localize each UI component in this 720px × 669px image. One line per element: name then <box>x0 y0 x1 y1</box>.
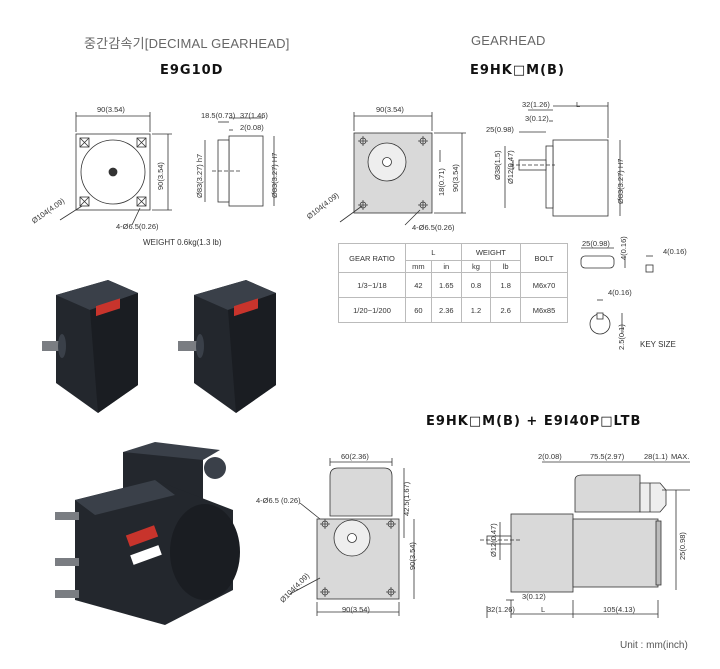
combo-side-b3-dim: L <box>541 605 546 614</box>
gearhead-l25-dim: 25(0.98) <box>486 125 514 134</box>
cell-kg: 1.2 <box>460 297 492 323</box>
table-row: 1/20~1/200 60 2.36 1.2 2.6 M6x85 <box>338 297 568 323</box>
keyway-width-dim: 4(0.16) <box>608 288 632 297</box>
combo-side-b4-dim: 105(4.13) <box>603 605 636 614</box>
cell-bolt: M6x70 <box>520 272 568 298</box>
key-width-dim: 25(0.98) <box>582 239 610 248</box>
decimal-len3-dim: 2(0.08) <box>240 123 264 132</box>
key-section-dim: 4(0.16) <box>663 247 687 256</box>
key-size-label: KEY SIZE <box>640 340 676 349</box>
combo-top-dim: 60(2.36) <box>341 452 369 461</box>
gearhead-header: GEARHEAD <box>471 33 546 48</box>
combo-side-t4-dim: MAX. <box>671 452 690 461</box>
cell-lb: 2.6 <box>490 297 521 323</box>
th-gear-ratio: GEAR RATIO <box>338 243 406 273</box>
cell-kg: 0.8 <box>460 272 492 298</box>
gearhead-photo-2 <box>178 280 276 413</box>
combo-side-b2-dim: 3(0.12) <box>522 592 546 601</box>
combo-right-dim: 25(0.98) <box>678 532 687 560</box>
gearhead-holes-dim: 4-Ø6.5(0.26) <box>412 223 455 232</box>
combo-width-dim: 90(3.54) <box>342 605 370 614</box>
combo-side-t2-dim: 75.5(2.97) <box>590 452 625 461</box>
unit-note: Unit : mm(inch) <box>620 640 688 651</box>
gearhead-photo-1 <box>42 280 138 413</box>
th-bolt: BOLT <box>520 243 568 273</box>
gearhead-L-dim: L <box>576 100 581 109</box>
decimal-holes-dim: 4-Ø6.5(0.26) <box>116 222 159 231</box>
cell-bolt: M6x85 <box>520 297 568 323</box>
gearhead-width-dim: 90(3.54) <box>376 105 404 114</box>
gear-ratio-table: GEAR RATIO L WEIGHT BOLT mm in kg lb 1/3… <box>338 243 568 323</box>
cell-in: 2.36 <box>430 297 462 323</box>
gearhead-l32-dim: 32(1.26) <box>522 100 550 109</box>
gearhead-model-title: E9HK□M(B) <box>470 63 565 78</box>
combo-side-t1-dim: 2(0.08) <box>538 452 562 461</box>
decimal-weight: WEIGHT 0.6kg(1.3 lb) <box>143 238 222 247</box>
combo-holes-dim: 4-Ø6.5 (0.26) <box>256 496 301 505</box>
decimal-model-title: E9G10D <box>160 63 224 78</box>
decimal-len1-dim: 18.5(0.73) <box>201 111 236 120</box>
combo-model-title: E9HK□M(B) + E9I40P□LTB <box>426 414 642 429</box>
decimal-len2-dim: 37(1.46) <box>240 111 268 120</box>
cell-ratio: 1/20~1/200 <box>338 297 406 323</box>
combo-side-t3-dim: 28(1.1) <box>644 452 668 461</box>
combo-shaft-dim: Ø12(0.47) <box>489 523 498 557</box>
decimal-gearhead-header: 중간감속기[DECIMAL GEARHEAD] <box>84 36 290 51</box>
gearhead-l3-dim: 3(0.12) <box>525 114 549 123</box>
combo-side-b1-dim: 32(1.26) <box>487 605 515 614</box>
decimal-width-dim: 90(3.54) <box>97 105 125 114</box>
motor-assembly-photo <box>55 442 240 625</box>
